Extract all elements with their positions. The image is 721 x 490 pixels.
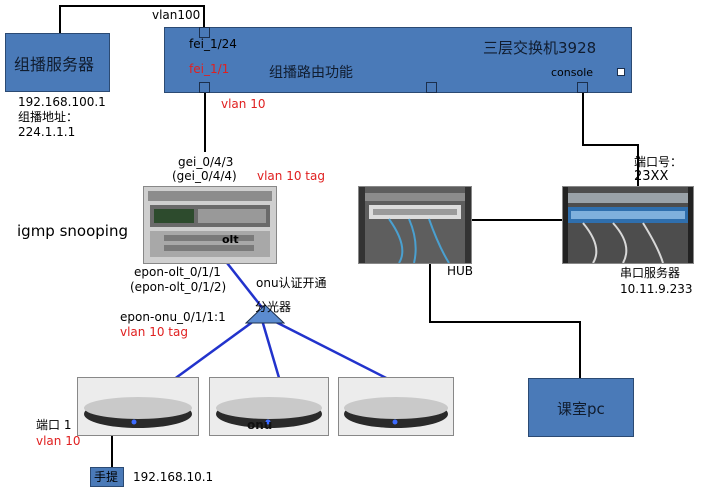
switch-function-label: 组播路由功能 [269, 65, 353, 81]
olt-device-icon [144, 187, 276, 263]
switch-port-uplink: fei_1/24 [189, 37, 237, 51]
laptop-box[interactable]: 手提 [90, 467, 124, 487]
server-group-label: 组播地址： [18, 110, 79, 124]
serial-port-number: 23XX [634, 169, 669, 184]
wire-server-switch [59, 5, 205, 33]
multicast-server-box[interactable]: 组播服务器 [5, 33, 110, 92]
splitter-label: 分光器 [255, 300, 292, 314]
onu-auth-label: onu认证开通 [256, 276, 327, 290]
olt-epon-port2: (epon-olt_0/1/2) [130, 280, 227, 294]
fiber-splitter-onu2 [260, 319, 284, 389]
olt-epon-port1: epon-olt_0/1/1 [134, 265, 221, 279]
olt-label: olt [222, 233, 239, 246]
onu-photo-2[interactable]: onu [209, 377, 329, 436]
switch-port-middle[interactable] [426, 82, 437, 93]
laptop-label: 手提 [94, 470, 119, 484]
switch-console-label: console [551, 66, 594, 79]
switch-console-icon [617, 68, 625, 76]
server-group-ip: 224.1.1.1 [18, 125, 76, 139]
classroom-pc-box[interactable]: 课室pc [528, 378, 634, 437]
laptop-ip: 192.168.10.1 [133, 470, 214, 484]
igmp-snooping-label: igmp snooping [17, 222, 128, 240]
onu-photo-1[interactable] [77, 377, 199, 436]
client-vlan-label: vlan 10 [36, 434, 81, 448]
switch-port-bottom[interactable] [199, 82, 210, 93]
olt-vlan-tag: vlan 10 tag [257, 169, 325, 183]
switch-port-console[interactable] [577, 82, 588, 93]
olt-port-gei1: gei_0/4/3 [178, 155, 234, 169]
switch-port-top[interactable] [199, 27, 210, 38]
serial-server-ip: 10.11.9.233 [620, 282, 693, 296]
server-ip: 192.168.100.1 [18, 95, 106, 109]
hub-photo[interactable] [358, 186, 472, 264]
splitter-shape[interactable] [245, 304, 285, 324]
switch-vlan10-label: vlan 10 [221, 97, 266, 111]
fiber-splitter-onu3 [267, 316, 399, 386]
onu-device-icon [210, 378, 328, 435]
onu-device-icon [78, 378, 198, 435]
multicast-server-label: 组播服务器 [14, 55, 95, 74]
onu-device-icon [339, 378, 453, 435]
classroom-pc-label: 课室pc [557, 400, 605, 418]
onu-label: onu [247, 418, 273, 432]
onu-photo-3[interactable] [338, 377, 454, 436]
fiber-splitter-onu1 [161, 316, 259, 390]
splitter-vlan-tag: vlan 10 tag [120, 325, 188, 339]
l3-switch-box[interactable]: fei_1/24 fei_1/1 组播路由功能 三层交换机3928 consol… [164, 27, 632, 93]
switch-port-down: fei_1/1 [189, 62, 230, 76]
olt-photo[interactable]: olt [143, 186, 277, 264]
client-port-label: 端口 1 [36, 418, 72, 432]
serial-server-photo[interactable] [562, 186, 694, 264]
wire-hub-classroom [429, 262, 581, 378]
hub-device-icon [359, 187, 471, 263]
wire-console-serial [582, 92, 639, 186]
splitter-onu-port: epon-onu_0/1/1:1 [120, 310, 226, 324]
serial-port-label: 端口号： [634, 155, 683, 169]
hub-label: HUB [447, 264, 474, 278]
vlan100-label: vlan100 [152, 8, 201, 22]
serial-server-label: 串口服务器 [620, 266, 681, 280]
olt-port-gei2: (gei_0/4/4) [172, 169, 237, 183]
serial-device-icon [563, 187, 693, 263]
switch-title: 三层交换机3928 [483, 39, 597, 57]
